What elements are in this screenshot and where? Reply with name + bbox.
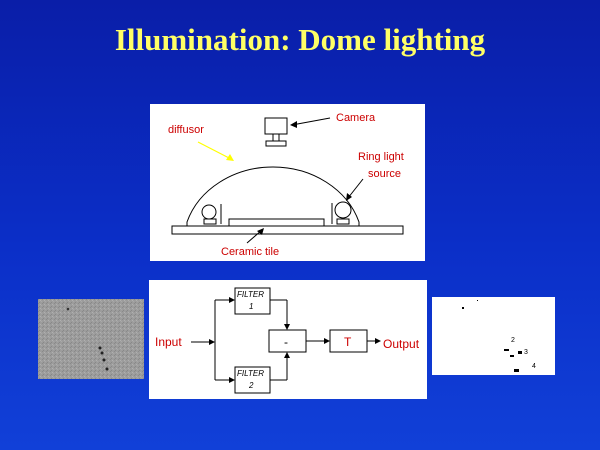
camera-arrow (291, 117, 331, 126)
defect-spot (100, 351, 104, 355)
blob-label-3: 3 (524, 349, 528, 356)
blob-label-4: 4 (532, 363, 536, 370)
filter1-box (234, 287, 271, 315)
ring-light-label-2: source (368, 168, 401, 180)
input-label: Input (155, 335, 182, 349)
blob (514, 369, 519, 372)
dome-lighting-diagram: Camera diffusor Ring light source Cerami… (150, 104, 425, 261)
dome-diffusor (186, 166, 360, 226)
camera-mount (265, 140, 287, 147)
to-filter1-arrowhead (229, 297, 235, 303)
to-filter2-arrowhead (229, 377, 235, 383)
texture-fill (38, 299, 144, 379)
ring-light-left (201, 204, 217, 220)
ceramic-tile (228, 218, 325, 227)
dome-diagram-svg: Camera diffusor Ring light source Cerami… (168, 112, 404, 258)
camera-body (264, 117, 288, 135)
slide-title: Illumination: Dome lighting (114, 22, 486, 57)
diffusor-arrow (197, 141, 232, 160)
filter2-label: FILTER (237, 369, 264, 378)
filter1-number: 1 (249, 302, 253, 311)
binary-result-svg: 2 3 4 (462, 300, 536, 372)
tile-arrowhead (257, 228, 264, 235)
threshold-label: T (344, 335, 352, 349)
blob (477, 300, 478, 301)
filter2-up-arrowhead (284, 352, 290, 358)
diffusor-label: diffusor (168, 124, 204, 136)
ring-light-left-base (203, 218, 217, 225)
defect-spot (105, 367, 109, 371)
camera-lens (272, 133, 280, 142)
tile-texture-image (38, 299, 144, 379)
blob-label-2: 2 (511, 337, 515, 344)
block-diagram-svg: Input FILTER 1 FILTER 2 - T Output (155, 287, 420, 394)
ceramic-tile-label: Ceramic tile (221, 246, 279, 258)
blob (518, 351, 522, 354)
camera-label: Camera (336, 112, 376, 124)
blob (462, 307, 464, 309)
base-plate (171, 225, 404, 235)
ring-light-right (334, 201, 352, 219)
filter1-down-arrowhead (284, 324, 290, 330)
filter2-number: 2 (248, 381, 254, 390)
diffusor-arrowhead (226, 154, 234, 161)
binary-result-image: 2 3 4 (432, 297, 555, 375)
ring-light-arrowhead (346, 193, 352, 201)
defect-spot (102, 358, 106, 362)
processing-block-diagram: Input FILTER 1 FILTER 2 - T Output (149, 280, 427, 399)
subtract-out-arrowhead (324, 338, 330, 344)
output-label: Output (383, 337, 420, 351)
tile-texture-svg (38, 299, 144, 379)
ring-light-label-1: Ring light (358, 151, 404, 163)
defect-spot (98, 346, 102, 350)
subtract-label: - (284, 335, 288, 349)
ring-light-arrow (347, 178, 364, 199)
filter1-label: FILTER (237, 290, 264, 299)
blob (510, 355, 514, 357)
input-arrowhead (209, 339, 215, 345)
output-arrowhead (375, 338, 381, 344)
ring-light-right-base (336, 218, 350, 225)
camera-arrowhead (290, 121, 297, 128)
defect-spot (66, 307, 70, 311)
filter2-box (234, 366, 271, 394)
blob (504, 349, 509, 351)
